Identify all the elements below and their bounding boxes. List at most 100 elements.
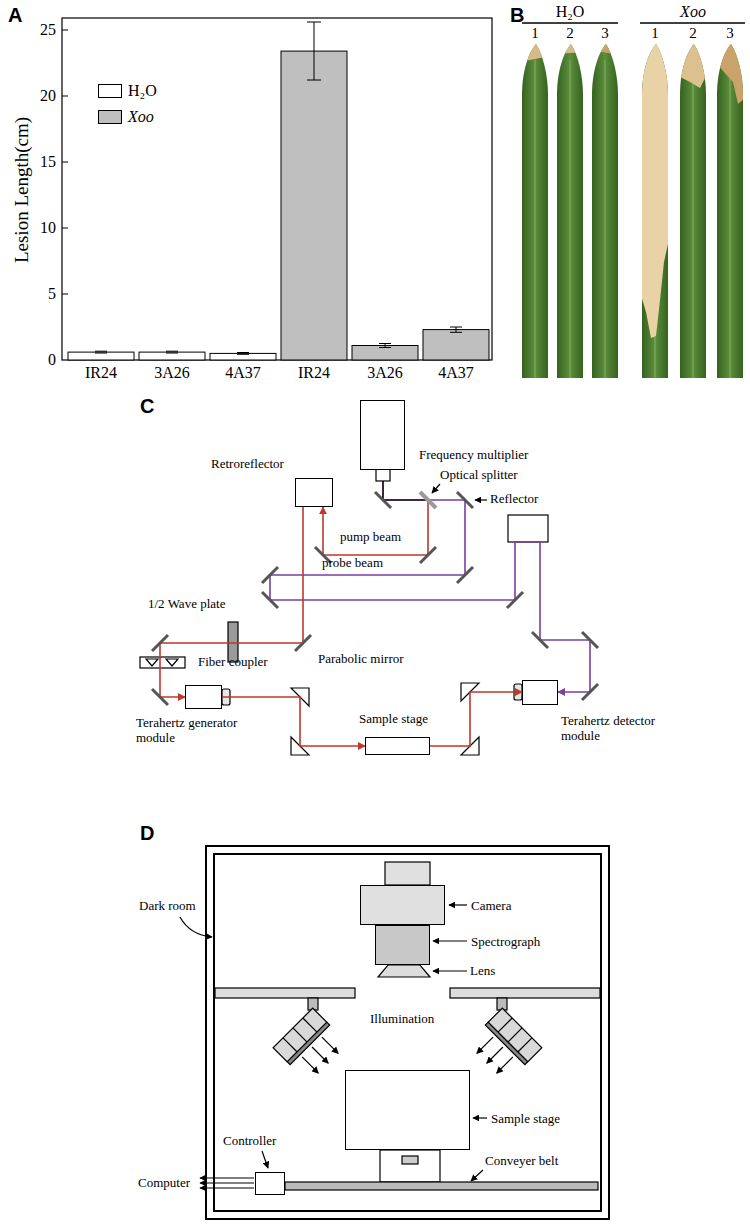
data-cable: [200, 1187, 254, 1188]
part-label: Dark room: [139, 899, 196, 914]
thz-parts: [140, 484, 548, 755]
part-label: Terahertz detector module: [561, 714, 686, 744]
leader-arrow: [180, 917, 212, 937]
axis-title: Lesion Length(cm): [11, 117, 33, 263]
group-label: Xoo: [680, 3, 706, 21]
data-cable: [200, 1177, 254, 1178]
parabolic-mirror: [291, 688, 309, 706]
frequency-multiplier-box: Frequency multiplier: [360, 400, 405, 470]
part-label: Parabolic mirror: [318, 652, 404, 667]
tick-label: 15: [40, 153, 56, 171]
part-label: Spectrograph: [471, 935, 540, 950]
fiber-coupler: [140, 657, 185, 668]
leader-arrow: [471, 1170, 483, 1181]
retroreflector-box: Retroreflector: [295, 478, 333, 507]
sample-stage-box: Sample stage: [365, 737, 430, 755]
beam-path: [323, 470, 428, 555]
error-bars: [95, 22, 462, 354]
leaf: [642, 44, 668, 378]
beam-label: probe beam: [322, 556, 383, 571]
leaf-photo: [520, 23, 745, 378]
leaf-number: 2: [566, 25, 574, 42]
beam-label: pump beam: [340, 530, 401, 545]
blight-lesion: [678, 40, 708, 88]
parabolic-mirror: [461, 737, 479, 755]
camera-top: [385, 862, 430, 885]
controller-box: Controller: [255, 1172, 285, 1195]
tick-label: 25: [40, 21, 56, 39]
plane-mirrors: [152, 492, 598, 705]
multiplier-nozzle: [376, 468, 390, 481]
lamp: [467, 1008, 542, 1083]
generator-lens: [222, 689, 230, 705]
beam-path: [222, 697, 365, 746]
blight-lesion: [640, 40, 670, 338]
part-label: Lens: [470, 964, 495, 979]
optical-splitter: [420, 492, 436, 508]
panel-letter: C: [140, 395, 154, 418]
shelf: [215, 988, 355, 998]
panel-letter: D: [140, 822, 154, 845]
leader-arrow: [433, 970, 467, 971]
tick-label: 5: [48, 285, 56, 303]
lens-body: [378, 965, 430, 977]
leaf: [557, 44, 583, 378]
part-label: Conveyer belt: [485, 1154, 558, 1169]
part-label: Sample stage: [491, 1112, 560, 1127]
group-bar: [640, 22, 745, 24]
category-label: 4A37: [438, 364, 474, 382]
detector-lens: [514, 684, 522, 700]
tick-label: 10: [40, 219, 56, 237]
axis-ticks: [62, 30, 68, 294]
leaf-number: 3: [726, 25, 734, 42]
blight-lesion: [715, 40, 745, 104]
leader-arrow: [473, 1117, 487, 1118]
beam-path: [160, 507, 303, 697]
legend-label: Xoo: [128, 108, 154, 126]
parabolic-mirror: [461, 683, 479, 701]
group-bar: [522, 22, 618, 24]
thz-generator-box: Terahertz generator module: [185, 685, 222, 709]
leader-arrow: [449, 904, 467, 905]
beam-path: [270, 470, 590, 692]
leaf-number: 1: [651, 25, 659, 42]
spectrograph-box: Spectrograph: [375, 925, 430, 965]
dark-room-housing: Dark roomCameraSpectrographLensSample st…: [205, 845, 610, 1220]
part-label: Controller: [223, 1134, 276, 1149]
part-label: Optical splitter: [440, 468, 518, 483]
data-cable: [200, 1182, 254, 1183]
lens-shape: Lens: [378, 965, 430, 977]
retroreflector-box: [508, 515, 548, 542]
wave-plate: [228, 622, 238, 662]
sample-stage-box: Sample stage: [345, 1070, 470, 1150]
source-beam: [383, 470, 428, 500]
conveyer-belt: [285, 1182, 598, 1190]
part-label: 1/2 Wave plate: [148, 597, 225, 612]
leader-arrow: [475, 499, 487, 500]
stage-pedestal: [380, 1150, 440, 1182]
category-label: IR24: [85, 364, 117, 382]
part-label: Terahertz generator module: [136, 716, 261, 746]
inner-wall: [213, 853, 602, 1212]
thz-detector-box: Terahertz detector module: [522, 680, 558, 705]
part-label: Computer: [138, 1176, 190, 1191]
bar-chart: [62, 18, 492, 360]
leaf-midribs: [535, 60, 730, 378]
group-label: H₂O: [556, 3, 585, 21]
part-label: Frequency multiplier: [419, 448, 528, 463]
part-label: Fiber coupler: [198, 655, 268, 670]
tick-label: 20: [40, 87, 56, 105]
part-label: Retroreflector: [211, 457, 284, 472]
leaf: [592, 44, 618, 378]
plot-frame: [62, 18, 492, 360]
leaf-number: 2: [689, 25, 697, 42]
category-label: 3A26: [154, 364, 190, 382]
legend-swatch: [98, 84, 122, 98]
tick-label: 0: [48, 351, 56, 369]
parabolic-mirror: [291, 737, 309, 755]
part-label: Reflector: [490, 492, 538, 507]
lens-outline: [378, 965, 430, 977]
